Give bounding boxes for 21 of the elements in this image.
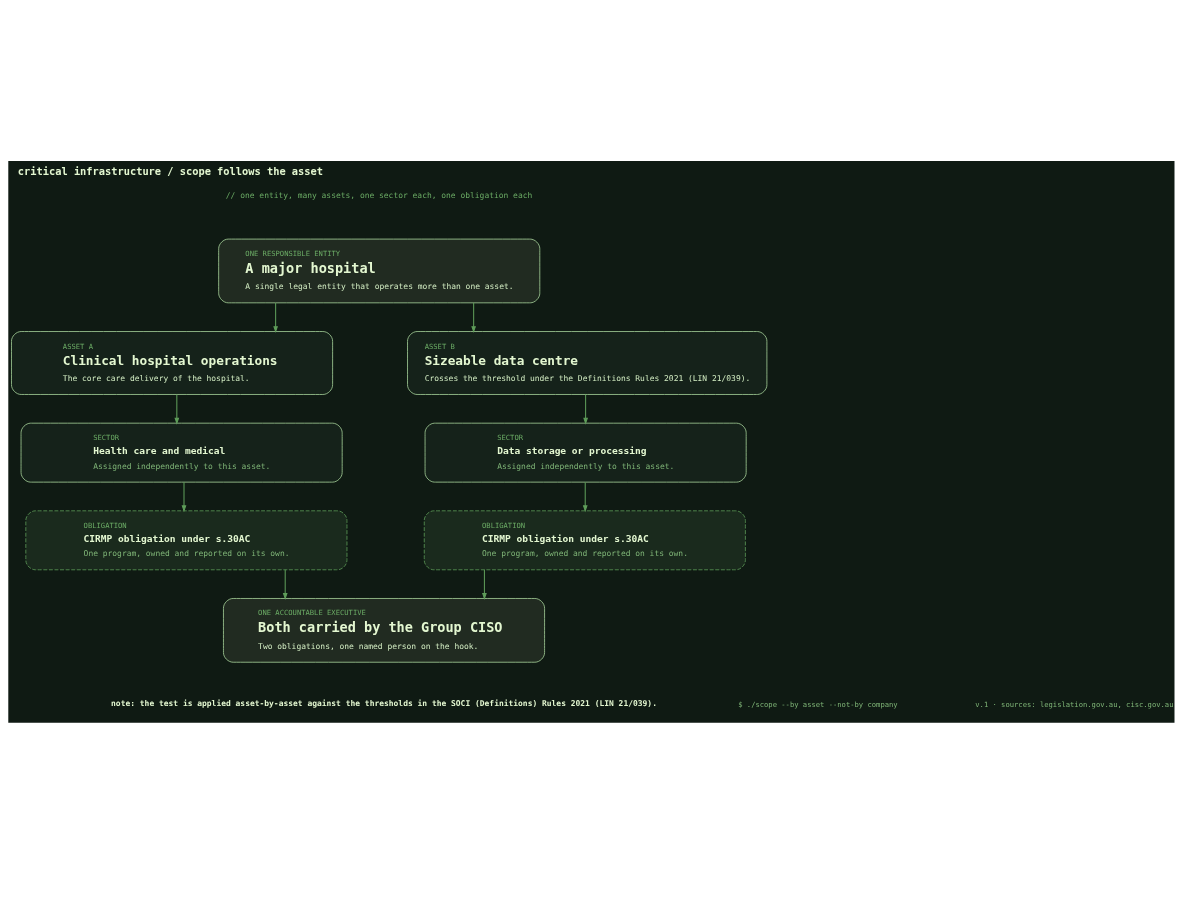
node-box: OBLIGATION CIRMP obligation under s.30AC One program, owned and reported on its own.: [25, 509, 348, 570]
arrow: [471, 301, 477, 333]
arrow: [181, 481, 187, 512]
node-box: ASSET B Sizeable data centre Crosses the threshold under the Definitions Rules 2021 (LIN 21/039).: [407, 330, 768, 395]
node-box: SECTOR Health care and medical Assigned independently to this asset.: [20, 422, 343, 483]
node-box: ASSET A Clinical hospital operations The core care delivery of the hospital.: [11, 330, 333, 395]
label: // one entity, many assets, one sector each, one obligation each: [225, 190, 533, 200]
label: note: the test is applied asset-by-asset against the thresholds in the SOCI (Definitions) Rules 2021 (LIN 21/039).: [111, 698, 657, 708]
diagram-title: critical infrastructure / scope follows the asset: [17, 164, 324, 177]
node-box: OBLIGATION CIRMP obligation under s.30AC One program, owned and reported on its own.: [423, 509, 746, 570]
arrow: [282, 568, 288, 600]
label: $ ./scope --by asset --not-by company: [738, 699, 898, 709]
node-box: SECTOR Data storage or processing Assigned independently to this asset.: [424, 422, 747, 483]
node-box: ONE ACCOUNTABLE EXECUTIVE Both carried by the Group CISO Two obligations, one named person on the hook.: [223, 597, 545, 663]
arrow: [273, 301, 279, 333]
node-box: ONE RESPONSIBLE ENTITY A major hospital A single legal entity that operates more than one asset.: [218, 238, 541, 303]
arrow: [482, 568, 487, 600]
arrow: [583, 393, 589, 425]
label: v.1 · sources: legislation.gov.au, cisc.gov.au: [975, 699, 1174, 709]
arrow: [582, 481, 588, 512]
arrow: [174, 393, 180, 425]
